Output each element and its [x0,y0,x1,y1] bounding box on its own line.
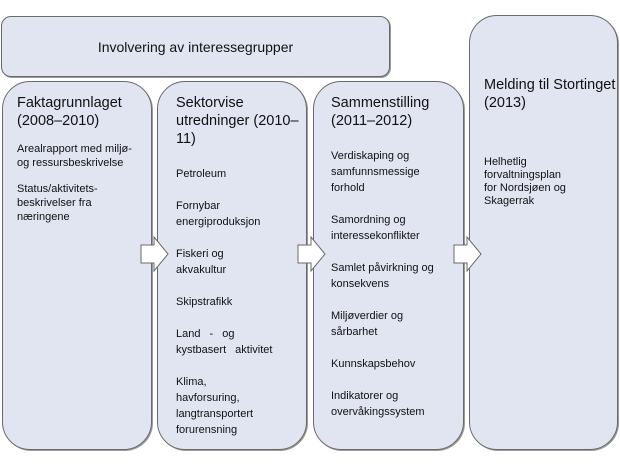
column-white-paper: Melding til Stortinget (2013) Helhetlig … [469,15,618,450]
list-item: Petroleum [176,168,227,180]
list-item: Status/aktivitets-beskrivelser fra nærin… [17,183,98,223]
column-synthesis: Sammenstilling (2011–2012) Verdiskaping … [313,81,464,450]
column-title: Melding til Stortinget (2013) [484,76,617,112]
column-sector-studies: Sektorvise utredninger (2010–11) Petrole… [157,81,307,450]
list-item: Skipstrafikk [176,296,233,308]
title-period: (2013) [484,95,526,111]
list-item: Helhetlig forvaltningsplan for Nordsjøen… [484,156,566,207]
title-period: utredninger (2010–11) [176,113,299,147]
title-line: Melding til Stortinget [484,77,616,93]
column-title: Faktagrunnlaget (2008–2010) [17,94,151,130]
arrow-right-icon [453,236,482,272]
list-item: Indikatorer og overvåkingssystem [331,390,425,418]
list-item: Samlet påvirkning og konsekvens [331,262,434,290]
banner-label: Involvering av interessegrupper [97,38,294,55]
title-line: Faktagrunnlaget [17,95,122,111]
title-period: (2008–2010) [17,113,100,129]
column-title: Sammenstilling (2011–2012) [331,94,463,130]
list-item: Fiskeri og akvakultur [176,248,227,276]
column-title: Sektorvise utredninger (2010–11) [176,94,306,148]
list-item: Arealrapport med miljø- og ressursbeskri… [17,143,132,169]
list-item: Fornybar energiproduksjon [176,200,261,228]
title-line: Sammenstilling [331,95,430,111]
list-item: Verdiskaping og samfunnsmessige forhold [331,150,420,194]
arrow-right-icon [297,236,326,272]
list-item: Samordning og interessekonflikter [331,214,420,242]
stakeholder-involvement-banner: Involvering av interessegrupper [1,16,390,77]
column-fact-basis: Faktagrunnlaget (2008–2010) Arealrapport… [2,81,152,450]
list-item: Land - og kystbasert aktivitet [176,328,273,356]
list-item: Klima, havforsuring, langtransportert fo… [176,376,254,436]
list-item: Miljøverdier og sårbarhet [331,310,404,338]
list-item: Kunnskapsbehov [331,358,416,370]
arrow-right-icon [140,236,169,272]
title-period: (2011–2012) [331,113,413,129]
title-line: Sektorvise [176,95,244,111]
